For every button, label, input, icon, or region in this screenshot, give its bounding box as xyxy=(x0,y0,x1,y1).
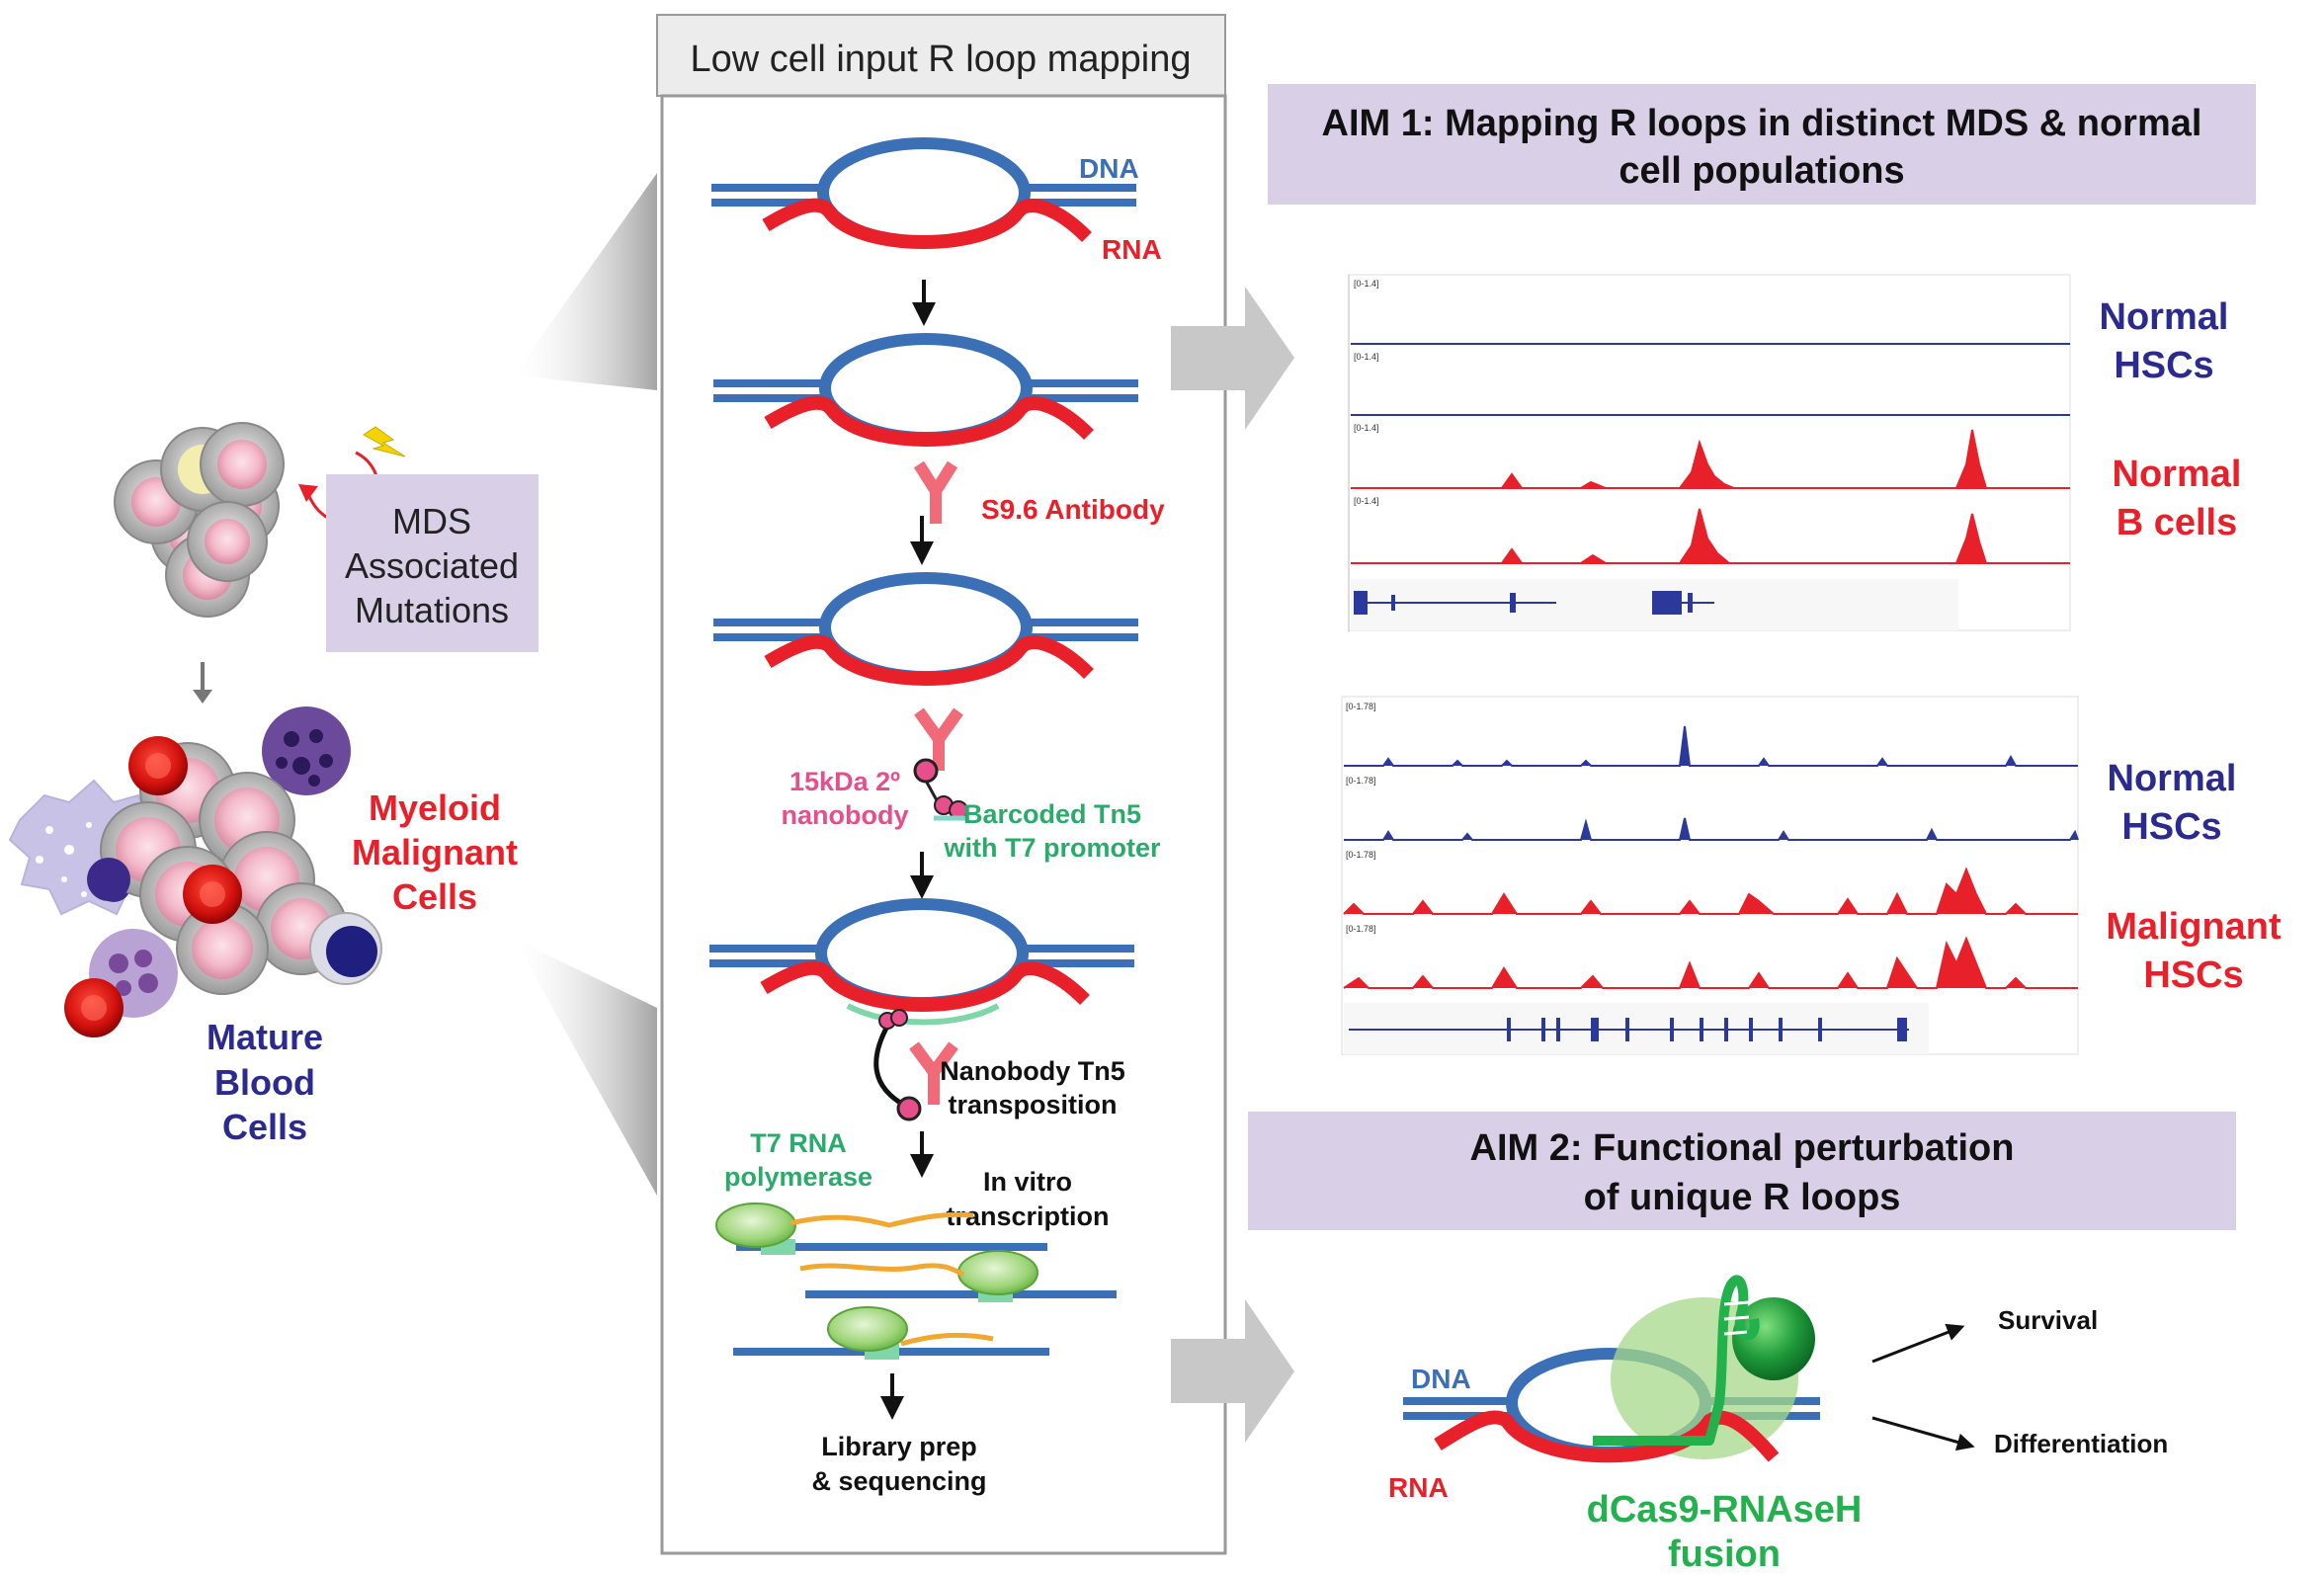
differentiation-arrow xyxy=(1871,1416,1975,1451)
nanobody-label-line1: 15kDa 2º xyxy=(789,767,900,796)
malignant-label-line2: Malignant xyxy=(352,832,518,872)
aim2-rloop xyxy=(1403,1275,1820,1463)
polymerase-label-line1: T7 RNA xyxy=(750,1128,847,1158)
aim2-title-line1: AIM 2: Functional perturbation xyxy=(1470,1127,2015,1169)
rnaseh-ball xyxy=(1732,1297,1815,1380)
dna-label: DNA xyxy=(1079,153,1139,184)
survival-arrow xyxy=(1871,1323,1965,1364)
g2-red-label-line2: HSCs xyxy=(2143,954,2243,996)
transposition-label-line1: Nanobody Tn5 xyxy=(940,1056,1125,1086)
antibody-label: S9.6 Antibody xyxy=(981,494,1165,525)
svg-text:[0-1.4]: [0-1.4] xyxy=(1354,352,1379,362)
track-group-1: [0-1.4] [0-1.4] [0-1.4] [0-1.4] xyxy=(1348,274,2071,632)
aim1-title-box xyxy=(1268,84,2256,205)
g1-red-label-line1: Normal xyxy=(2113,454,2242,495)
nanobody-label-line2: nanobody xyxy=(782,800,909,830)
track-malignant-hsc-1 xyxy=(1343,867,2078,915)
outcome-differentiation: Differentiation xyxy=(1994,1429,2168,1458)
library-label-line2: & sequencing xyxy=(811,1466,986,1496)
svg-text:[0-1.4]: [0-1.4] xyxy=(1354,279,1379,289)
malignant-label-line3: Cells xyxy=(392,876,477,917)
track-malignant-hsc-2 xyxy=(1343,936,2078,989)
svg-text:[0-1.4]: [0-1.4] xyxy=(1354,423,1379,433)
rloop-step-1 xyxy=(711,137,1136,249)
malignant-cell-mass xyxy=(8,706,382,1037)
svg-text:[0-1.78]: [0-1.78] xyxy=(1346,702,1376,711)
rloop-step-2 xyxy=(713,333,1138,447)
fusion-label-line1: dCas9-RNAseH xyxy=(1587,1489,1863,1531)
track-normal-hsc-3 xyxy=(1344,725,2078,767)
transposition-label-line2: transposition xyxy=(948,1090,1117,1119)
zoom-cone-top xyxy=(514,173,657,390)
mds-label-line2: Associated xyxy=(345,545,519,586)
mature-label-line2: Blood xyxy=(214,1062,315,1103)
fusion-label-line2: fusion xyxy=(1668,1534,1781,1575)
track-group-2: [0-1.78] [0-1.78] [0-1.78] [0-1.78] xyxy=(1341,696,2079,1055)
lightning-icon xyxy=(363,426,406,457)
rloop-step-3 xyxy=(713,572,1138,686)
mature-label-line3: Cells xyxy=(222,1107,307,1147)
polymerase-label-line2: polymerase xyxy=(724,1162,872,1192)
mds-label-line3: Mutations xyxy=(355,590,509,630)
g1-red-label-line2: B cells xyxy=(2116,502,2238,543)
g2-red-label-line1: Malignant xyxy=(2106,906,2282,948)
workflow-panel: Low cell input R loop mapping DNA RNA S9… xyxy=(656,14,1227,1555)
nanobody-tn5-complex xyxy=(913,707,968,821)
g1-blue-label-line1: Normal xyxy=(2100,296,2229,338)
g2-blue-label-line1: Normal xyxy=(2108,758,2237,799)
malignant-label-line1: Myeloid xyxy=(369,788,501,828)
svg-text:[0-1.78]: [0-1.78] xyxy=(1346,850,1376,860)
rna-label: RNA xyxy=(1102,234,1162,265)
mds-mutations-box xyxy=(326,474,539,652)
aim2-title-line2: of unique R loops xyxy=(1584,1177,1901,1218)
left-panel: MDS Associated Mutations xyxy=(8,173,657,1196)
rloop-step-4 xyxy=(709,898,1134,1121)
ivt-illustration xyxy=(715,1202,1117,1360)
svg-text:[0-1.78]: [0-1.78] xyxy=(1346,776,1376,786)
track-normal-hsc-4 xyxy=(1344,817,2079,841)
tn5-label-line1: Barcoded Tn5 xyxy=(963,799,1141,829)
g1-blue-label-line2: HSCs xyxy=(2114,345,2213,386)
tn5-label-line2: with T7 promoter xyxy=(943,833,1160,863)
workflow-title: Low cell input R loop mapping xyxy=(691,39,1192,80)
aim1-arrow xyxy=(1171,287,1294,430)
s96-antibody-icon xyxy=(913,460,958,524)
aim2-dna-label: DNA xyxy=(1411,1364,1471,1394)
library-label-line1: Library prep xyxy=(821,1432,977,1461)
aim1-title-line2: cell populations xyxy=(1618,150,1904,192)
stem-cell-cluster xyxy=(114,422,285,618)
ivt-label-line2: transcription xyxy=(946,1202,1109,1231)
zoom-cone-bottom xyxy=(514,939,657,1196)
svg-text:[0-1.78]: [0-1.78] xyxy=(1346,924,1376,934)
aim2-title-box xyxy=(1248,1112,2236,1230)
aim2-arrow xyxy=(1171,1299,1294,1443)
svg-text:[0-1.4]: [0-1.4] xyxy=(1354,496,1379,506)
aim1-panel: AIM 1: Mapping R loops in distinct MDS &… xyxy=(1268,84,2282,1055)
ivt-label-line1: In vitro xyxy=(983,1167,1072,1197)
outcome-survival: Survival xyxy=(1998,1305,2098,1335)
mds-label-line1: MDS xyxy=(392,501,471,541)
aim1-title-line1: AIM 1: Mapping R loops in distinct MDS &… xyxy=(1322,103,2202,144)
g2-blue-label-line2: HSCs xyxy=(2121,806,2221,848)
mature-label-line1: Mature xyxy=(207,1017,323,1057)
gene-model-2 xyxy=(1344,1003,1929,1054)
aim2-panel: AIM 2: Functional perturbation of unique… xyxy=(1248,1112,2236,1575)
aim2-rna-label: RNA xyxy=(1388,1472,1449,1503)
gene-model-1 xyxy=(1351,579,1958,630)
